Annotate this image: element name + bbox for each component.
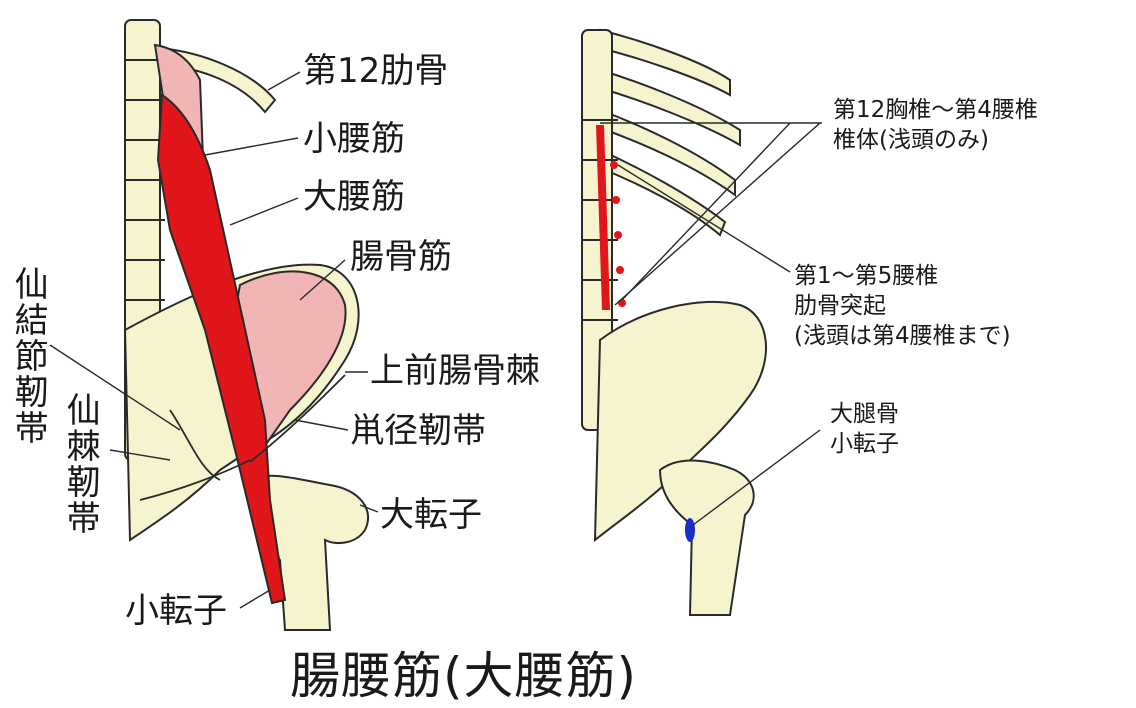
right-femur xyxy=(658,459,755,616)
label-origin-body-line1: 第12胸椎～第4腰椎 xyxy=(833,97,1038,123)
inguinal-ligament xyxy=(249,374,346,463)
label-origin-tp-line1: 第1～第5腰椎 xyxy=(794,263,939,289)
diagram-title: 腸腰筋(大腰筋) xyxy=(290,647,638,705)
leader-sacrotuberous xyxy=(49,344,181,431)
label-iliacus: 腸骨筋 xyxy=(350,237,452,277)
leader-sacrospinous xyxy=(109,449,171,461)
lesser-trochanter-insertion xyxy=(685,518,695,542)
leader-iliacus xyxy=(299,259,346,301)
sacrospinous-ligament xyxy=(139,459,251,501)
label-sacrospinous-ligament: 仙棘靭帯 xyxy=(60,392,101,536)
label-insertion: 大腿骨 小転子 xyxy=(830,400,899,460)
label-origin-body: 第12胸椎～第4腰椎 椎体(浅頭のみ) xyxy=(833,96,1038,156)
leader-rib12 xyxy=(267,71,301,91)
label-psoas-minor: 小腰筋 xyxy=(303,119,405,159)
label-origin-tp-line3: (浅頭は第4腰椎まで) xyxy=(794,322,1011,349)
psoas-major-muscle xyxy=(156,93,287,605)
leader-origin-tp-bottom xyxy=(621,122,791,301)
label-rib12: 第12肋骨 xyxy=(303,51,449,91)
label-inguinal-ligament: 鼡径靭帯 xyxy=(350,411,486,451)
leader-greater-trochanter xyxy=(359,504,379,513)
label-sacrotuberous-ligament: 仙結節靭帯 xyxy=(8,266,49,446)
right-pelvis xyxy=(593,300,767,543)
label-insertion-line2: 小転子 xyxy=(830,430,899,457)
label-origin-body-line2: 椎体(浅頭のみ) xyxy=(833,126,989,153)
leader-inguinal xyxy=(294,419,349,431)
origin-line-red xyxy=(596,125,610,310)
right-ribcage xyxy=(599,28,741,237)
leader-origin-tp-top xyxy=(617,164,791,273)
label-greater-trochanter: 大転子 xyxy=(380,495,482,535)
leader-insertion xyxy=(692,429,821,526)
label-lesser-trochanter: 小転子 xyxy=(125,591,227,631)
transverse-process-marks xyxy=(610,161,626,307)
label-insertion-line1: 大腿骨 xyxy=(830,401,899,427)
label-origin-tp: 第1～第5腰椎 肋骨突起 (浅頭は第4腰椎まで) xyxy=(794,262,1011,352)
leader-lesser-trochanter xyxy=(239,589,271,609)
label-origin-tp-line2: 肋骨突起 xyxy=(794,292,886,319)
leader-origin-body-bottom xyxy=(614,122,821,306)
leader-psoas-major xyxy=(229,197,299,226)
leader-psoas-minor xyxy=(204,137,299,156)
label-asis: 上前腸骨棘 xyxy=(370,351,540,391)
label-psoas-major: 大腰筋 xyxy=(303,177,405,217)
